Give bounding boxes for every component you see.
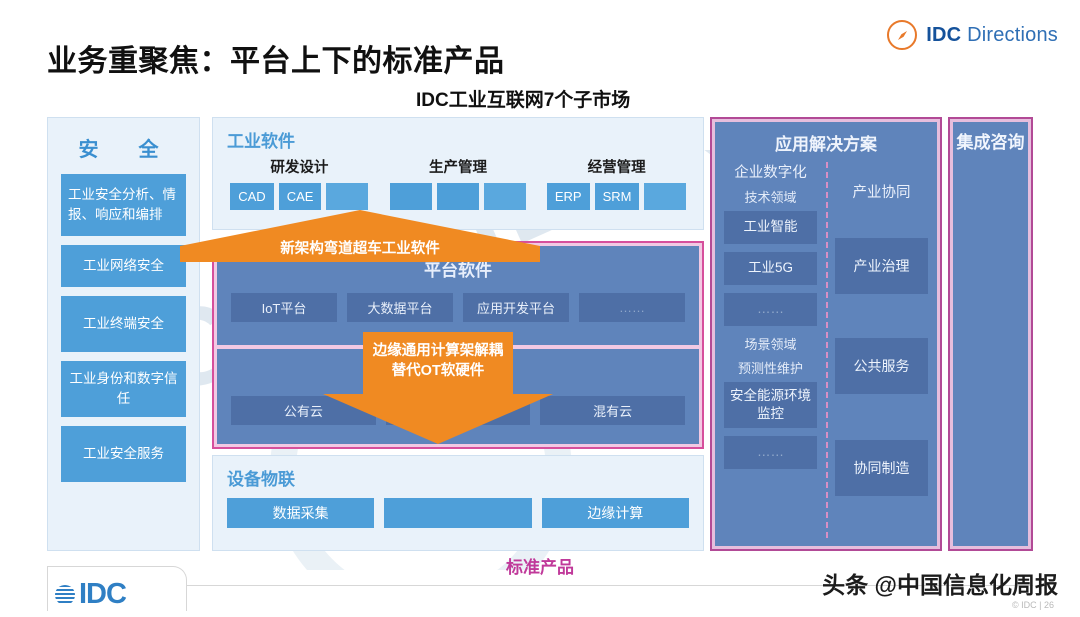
globe-icon <box>55 584 75 605</box>
solutions-left-sub2: 场景领域 <box>744 337 797 352</box>
security-item[interactable]: 工业网络安全 <box>61 245 186 287</box>
software-group: 生产管理 <box>382 156 535 210</box>
device-iot-tag[interactable]: 边缘计算 <box>541 498 689 528</box>
security-title: 安 全 <box>78 139 169 161</box>
copyright-text: © IDC | 26 <box>1012 600 1054 610</box>
software-tag[interactable]: ERP <box>546 183 590 210</box>
cloud-infrastructure-card: 云基础设施 公有云 私有云 混有云 <box>217 349 699 444</box>
solutions-divider <box>826 162 828 538</box>
solutions-left-sub3: 预测性维护 <box>737 361 803 376</box>
platform-tag[interactable]: 大数据平台 <box>347 293 453 322</box>
software-tag[interactable] <box>390 183 432 210</box>
solution-item[interactable]: 工业智能 <box>724 211 817 244</box>
solutions-left-column: 企业数字化 技术领域 工业智能 工业5G …… 场景领域 预测性维护 安全能源环… <box>715 155 826 545</box>
security-item[interactable]: 工业安全服务 <box>61 426 186 482</box>
software-tag[interactable] <box>437 183 479 210</box>
solution-item[interactable]: 产业治理 <box>835 238 928 294</box>
security-item[interactable]: 工业身份和数字信任 <box>61 361 186 417</box>
cloud-tag[interactable]: 混有云 <box>540 396 686 425</box>
platform-software-card: 平台软件 IoT平台 大数据平台 应用开发平台 …… <box>217 246 699 345</box>
page-subtitle: IDC工业互联网7个子市场 <box>416 90 631 111</box>
cloud-tag[interactable]: 私有云 <box>385 396 531 425</box>
device-iot-tags: 数据采集 边缘计算 <box>213 490 703 528</box>
software-group-tags: CAD CAE <box>223 183 376 210</box>
idc-footer-logo: IDC <box>55 578 127 611</box>
idc-directions-logo: IDC Directions <box>887 20 1058 50</box>
solutions-left-heading: 企业数字化 <box>734 165 807 181</box>
brand-name-light: Directions <box>967 23 1058 46</box>
standard-products-label: 标准产品 <box>506 558 574 577</box>
solution-item[interactable]: 安全能源环境监控 <box>724 382 817 428</box>
integration-title: 集成咨询 <box>956 133 1025 152</box>
software-tag[interactable]: CAE <box>278 183 322 210</box>
page-title: 业务重聚焦：平台上下的标准产品 <box>47 45 505 78</box>
device-iot-card: 设备物联 数据采集 边缘计算 <box>212 455 704 551</box>
software-group-tags <box>382 183 535 210</box>
software-tag-more[interactable] <box>326 183 369 210</box>
security-item-list: 工业安全分析、情报、响应和编排 工业网络安全 工业终端安全 工业身份和数字信任 … <box>48 162 199 482</box>
software-group-label: 研发设计 <box>270 160 329 176</box>
compass-icon <box>887 20 918 50</box>
brand-name-bold: IDC <box>926 23 962 46</box>
security-column: 安 全 工业安全分析、情报、响应和编排 工业网络安全 工业终端安全 工业身份和数… <box>47 117 200 551</box>
platform-tag[interactable]: IoT平台 <box>231 293 337 322</box>
device-iot-tag[interactable] <box>384 498 532 528</box>
solution-item[interactable]: 协同制造 <box>835 440 928 496</box>
integration-consulting-column: 集成咨询 <box>948 117 1033 551</box>
software-tag-more[interactable] <box>484 183 526 210</box>
solution-item[interactable]: 工业5G <box>724 252 817 285</box>
platform-tag[interactable]: 应用开发平台 <box>463 293 569 322</box>
software-group-label: 经营管理 <box>587 160 646 176</box>
software-group-label: 生产管理 <box>429 160 487 176</box>
solutions-title: 应用解决方案 <box>775 135 877 154</box>
solution-item[interactable]: 公共服务 <box>835 338 928 394</box>
platform-software-tags: IoT平台 大数据平台 应用开发平台 …… <box>217 281 699 322</box>
source-watermark: 头条 @中国信息化周报 <box>822 572 1058 598</box>
cloud-infrastructure-title: 云基础设施 <box>415 364 501 383</box>
device-iot-tag[interactable]: 数据采集 <box>227 498 375 528</box>
solution-item-more[interactable]: …… <box>724 293 817 326</box>
brand-text: IDC Directions <box>926 24 1058 47</box>
industrial-software-groups: 研发设计 CAD CAE 生产管理 经营管理 <box>213 152 703 210</box>
footer-divider <box>47 585 1033 586</box>
software-group: 研发设计 CAD CAE <box>223 156 376 210</box>
integration-inner: 集成咨询 <box>953 122 1028 546</box>
idc-logo-text: IDC <box>79 578 127 610</box>
security-item[interactable]: 工业安全分析、情报、响应和编排 <box>61 174 186 236</box>
solution-item-more[interactable]: …… <box>724 436 817 469</box>
application-solutions-panel: 应用解决方案 企业数字化 技术领域 工业智能 工业5G …… 场景领域 预测性维… <box>710 117 942 551</box>
cloud-tag[interactable]: 公有云 <box>231 396 376 425</box>
software-group: 经营管理 ERP SRM <box>540 156 693 210</box>
cloud-infrastructure-tags: 公有云 私有云 混有云 <box>217 384 699 425</box>
software-tag-more[interactable] <box>644 183 687 210</box>
platform-tag-more[interactable]: …… <box>579 293 685 322</box>
security-item[interactable]: 工业终端安全 <box>61 296 186 352</box>
market-diagram: 安 全 工业安全分析、情报、响应和编排 工业网络安全 工业终端安全 工业身份和数… <box>47 117 1033 555</box>
solutions-inner: 应用解决方案 企业数字化 技术领域 工业智能 工业5G …… 场景领域 预测性维… <box>715 122 937 546</box>
industrial-software-card: 工业软件 研发设计 CAD CAE 生产管理 <box>212 117 704 230</box>
solutions-right-heading: 产业协同 <box>852 185 911 201</box>
software-tag[interactable]: SRM <box>594 183 640 210</box>
platform-cloud-group: 平台软件 IoT平台 大数据平台 应用开发平台 …… 云基础设施 公有云 私有云… <box>212 241 704 449</box>
solutions-right-column: 产业协同 产业治理 公共服务 协同制造 <box>826 155 937 545</box>
solutions-left-sub1: 技术领域 <box>744 190 797 205</box>
software-tag[interactable]: CAD <box>230 183 274 210</box>
software-group-tags: ERP SRM <box>540 183 693 210</box>
device-iot-title: 设备物联 <box>227 470 295 489</box>
platform-software-title: 平台软件 <box>424 261 492 280</box>
industrial-software-title: 工业软件 <box>227 132 295 151</box>
solutions-body: 企业数字化 技术领域 工业智能 工业5G …… 场景领域 预测性维护 安全能源环… <box>715 155 937 545</box>
